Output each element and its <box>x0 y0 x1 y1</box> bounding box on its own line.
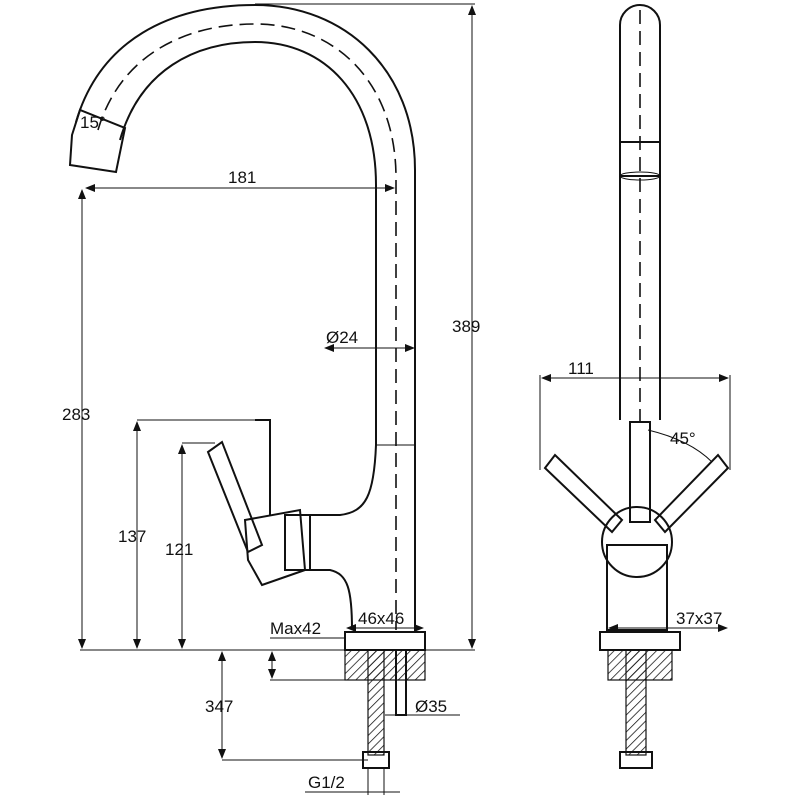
handle-block <box>243 508 307 587</box>
height-label: 389 <box>452 317 480 336</box>
spout-outer-outline <box>75 3 416 630</box>
handle-neck <box>255 419 271 515</box>
threaded-rod <box>367 649 385 756</box>
side-body <box>606 544 668 631</box>
side-view: 111 45° 37x37 <box>539 4 731 769</box>
spout-band <box>619 141 661 177</box>
side-nut <box>619 751 653 769</box>
side-base-plate <box>599 631 681 651</box>
countertop-hatch <box>344 649 426 681</box>
spout-angle-label: 15° <box>80 113 106 132</box>
thread-label: G1/2 <box>308 773 345 792</box>
body-lower <box>308 569 353 631</box>
handle-angle-label: 45° <box>670 429 696 448</box>
band-ellipse <box>619 171 661 181</box>
lever-stem <box>629 421 651 523</box>
right-lever <box>653 453 730 534</box>
side-rod <box>625 649 647 756</box>
diameter-label: Ø24 <box>326 328 358 347</box>
spout-centerline <box>97 23 397 630</box>
reach-label: 181 <box>228 168 256 187</box>
hose-length-label: 347 <box>205 697 233 716</box>
angle-arc <box>647 429 713 463</box>
front-view: 181 389 283 137 121 Ø24 15° Max42 46x46 … <box>62 3 480 795</box>
spout-inner-outline <box>119 40 377 516</box>
handle-span-label: 111 <box>568 359 594 378</box>
handle-lever <box>206 440 264 554</box>
hole-diameter-label: Ø35 <box>415 697 447 716</box>
handle-hub <box>601 506 673 578</box>
base-size-label: 46x46 <box>358 609 404 628</box>
side-spout <box>619 4 661 420</box>
left-lever <box>543 453 624 534</box>
spout-height-label: 283 <box>62 405 90 424</box>
spout-aerator <box>68 108 127 174</box>
body-height-label: 121 <box>165 540 193 559</box>
max-counter-label: Max42 <box>270 619 321 638</box>
side-base-size-label: 37x37 <box>676 609 722 628</box>
lever-height-label: 137 <box>118 527 146 546</box>
base-plate <box>344 631 426 651</box>
cartridge-housing <box>284 514 311 571</box>
